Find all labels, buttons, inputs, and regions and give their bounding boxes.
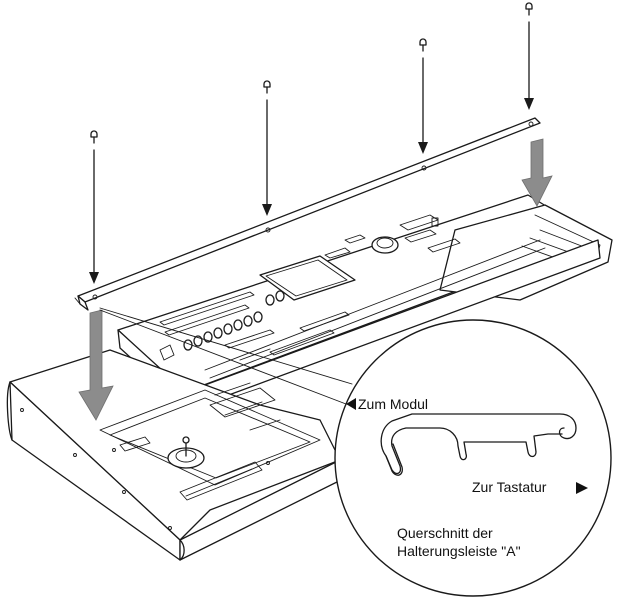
cross-section-callout: Zum Modul Zur Tastatur Querschnitt der H… [334,319,612,597]
screw-group [89,2,534,284]
mounting-bracket [74,117,541,311]
screw-icon [262,80,272,216]
right-triangle-icon [576,482,588,494]
synth-module [117,194,613,411]
to-module-label: Zum Modul [358,396,428,412]
screw-icon [89,130,99,284]
cross-section-caption-line2: Halterungsleiste "A" [397,543,521,559]
down-arrow-icon [78,309,114,421]
callout-leader-lower [99,309,347,405]
screw-icon [524,2,534,110]
bracket-profile [380,413,577,475]
cross-section-caption-line1: Querschnitt der [397,525,493,541]
left-triangle-icon [346,398,356,410]
to-keyboard-label: Zur Tastatur [472,479,547,495]
down-arrow-icon [521,138,553,207]
data-dial [371,236,399,254]
keyboard-base [6,349,346,561]
callout-leader-upper [99,307,353,385]
screw-icon [418,38,428,154]
